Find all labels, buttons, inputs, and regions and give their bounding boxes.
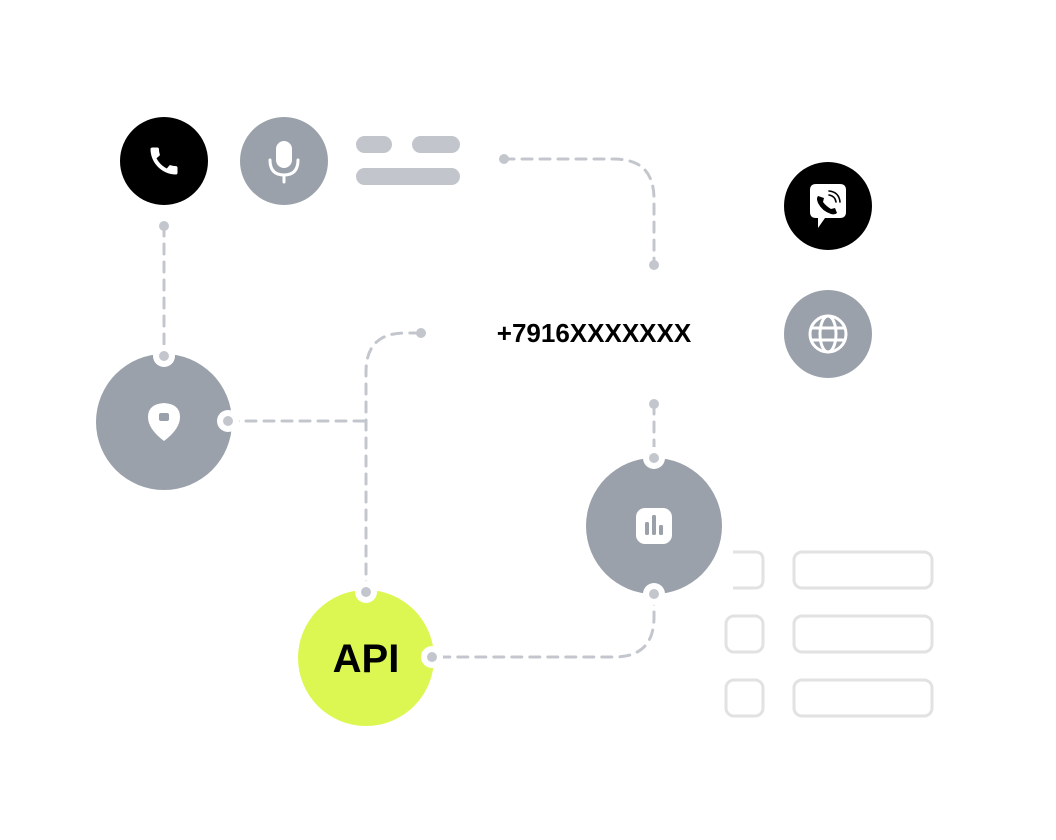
- placeholder-bar: [412, 136, 460, 153]
- checkbox-placeholder: [733, 550, 765, 590]
- field-placeholder: [792, 678, 934, 718]
- connector-api-branch: [364, 331, 423, 594]
- connector-analytics-to-api: [430, 592, 656, 659]
- api-label: API: [333, 637, 400, 681]
- connector-transcript-to-number: [502, 157, 656, 267]
- phone-node: [120, 117, 208, 205]
- api-node: API: [298, 581, 443, 726]
- connector-dot: [649, 260, 659, 270]
- placeholder-bar: [356, 168, 460, 185]
- microphone-icon: [268, 141, 300, 184]
- connector-dot: [159, 221, 169, 231]
- checkbox-placeholder: [724, 678, 765, 718]
- checkbox-placeholder: [724, 614, 765, 654]
- phone-icon: [150, 147, 178, 175]
- voice-node: [240, 117, 328, 205]
- location-pin-icon: [148, 403, 180, 441]
- field-placeholder: [792, 550, 934, 590]
- viber-node: [784, 162, 872, 250]
- connector-dot: [416, 328, 426, 338]
- connectors: [162, 157, 656, 659]
- connector-dots: [159, 154, 659, 409]
- bar-chart-icon: [636, 508, 672, 544]
- placeholder-bar: [356, 136, 392, 153]
- web-node: [784, 290, 872, 378]
- phone-number: +7916XXXXXXX: [497, 318, 692, 348]
- connector-dot: [649, 399, 659, 409]
- analytics-node: [586, 447, 722, 605]
- location-node: [96, 345, 239, 490]
- form-placeholder: [724, 550, 934, 718]
- globe-icon: [808, 314, 848, 354]
- viber-icon: [810, 184, 846, 228]
- connector-dot: [499, 154, 509, 164]
- transcript-placeholder: [356, 136, 460, 185]
- field-placeholder: [792, 614, 934, 654]
